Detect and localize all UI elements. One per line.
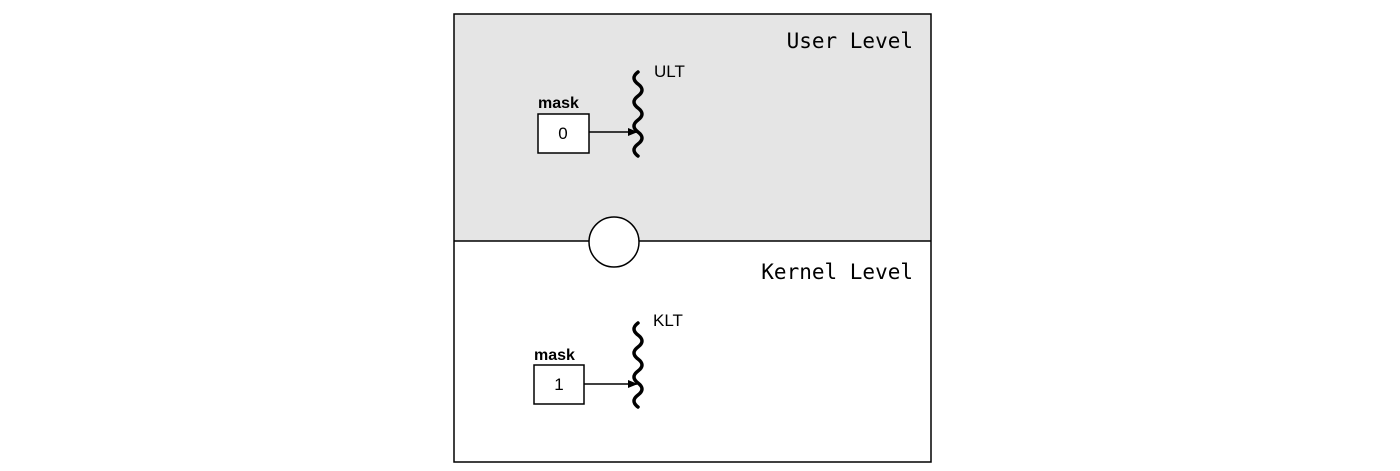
ult-label: ULT xyxy=(654,62,685,81)
user-level-region xyxy=(454,14,931,241)
user-mask-label: mask xyxy=(538,95,579,112)
user-mask-value: 0 xyxy=(558,124,567,143)
klt-thread-icon xyxy=(632,321,644,409)
boundary-circle xyxy=(588,216,640,268)
kernel-mask-label: mask xyxy=(534,347,575,364)
outer-frame xyxy=(453,13,932,463)
kernel-level-title: Kernel Level xyxy=(761,260,913,284)
kernel-mask-box xyxy=(533,364,585,405)
user-mask-box xyxy=(537,113,590,154)
klt-label: KLT xyxy=(653,311,683,330)
kernel-level-region xyxy=(454,241,931,462)
kernel-mask-value: 1 xyxy=(554,375,563,394)
ult-thread-icon xyxy=(632,70,644,158)
user-level-title: User Level xyxy=(787,29,913,53)
